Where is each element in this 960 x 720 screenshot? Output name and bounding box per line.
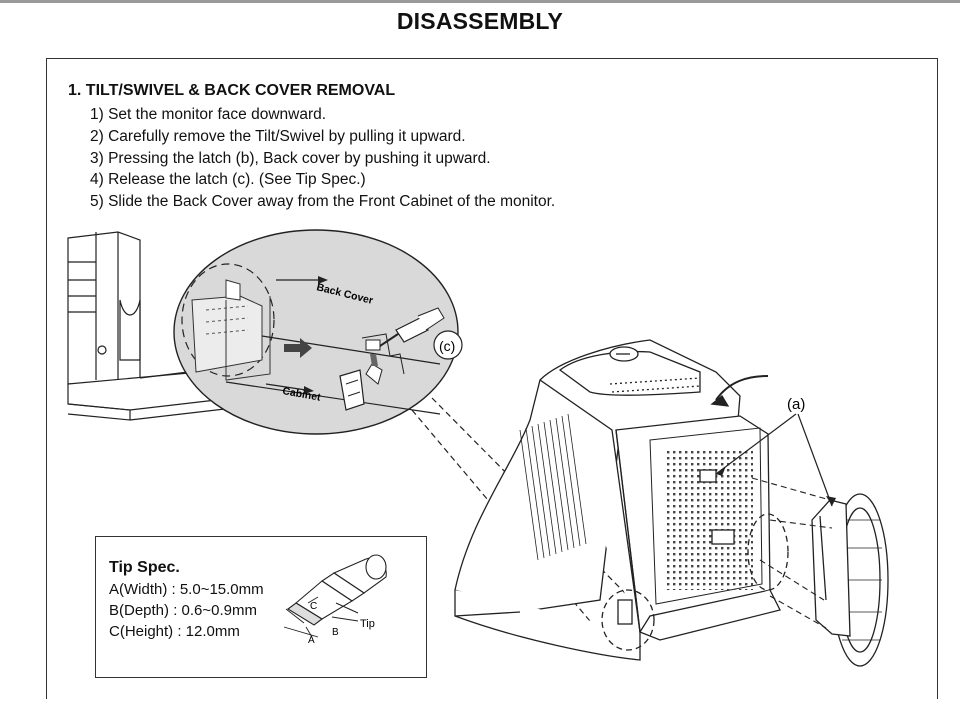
stand-guide-lines [751,477,833,629]
step-item: 4) Release the latch (c). (See Tip Spec.… [90,171,366,189]
tilt-swivel-stand [811,493,889,667]
tip-spec-depth: B(Depth) : 0.6~0.9mm [109,602,257,619]
detail-magnifier: (c) Back Cover Cabinet [173,229,463,435]
tip-spec-box: Tip Spec. A(Width) : 5.0~15.0mm B(Depth)… [95,536,427,678]
step-item: 1) Set the monitor face downward. [90,106,327,123]
step-list: 1) Set the monitor face downward. 2) Car… [90,104,555,213]
content-frame [46,58,938,699]
section-heading: 1. TILT/SWIVEL & BACK COVER REMOVAL [68,82,396,99]
step-item: 3) Pressing the latch (b), Back cover by… [90,149,491,167]
step-item: 2) Carefully remove the Tilt/Swivel by p… [90,127,466,145]
page-title: DISASSEMBLY [396,8,564,34]
screwdriver-tip-diagram: C A B Tip [283,554,387,646]
tip-spec-width: A(Width) : 5.0~15.0mm [109,581,264,598]
step-item: 5) Slide the Back Cover away from the Fr… [90,193,556,211]
tip-label-tip: Tip [360,618,375,630]
callout-c-label: (c) [439,338,455,354]
tip-label-a: A [308,635,315,646]
callout-a: (a) [715,396,836,507]
tip-label-b: B [332,627,339,638]
tip-spec-height: C(Height) : 12.0mm [109,623,240,640]
tip-spec-title: Tip Spec. [109,559,180,576]
monitor-rear-view [454,339,789,661]
callout-a-label: (a) [787,396,805,413]
top-rule [0,0,960,3]
tip-label-c: C [310,601,317,612]
